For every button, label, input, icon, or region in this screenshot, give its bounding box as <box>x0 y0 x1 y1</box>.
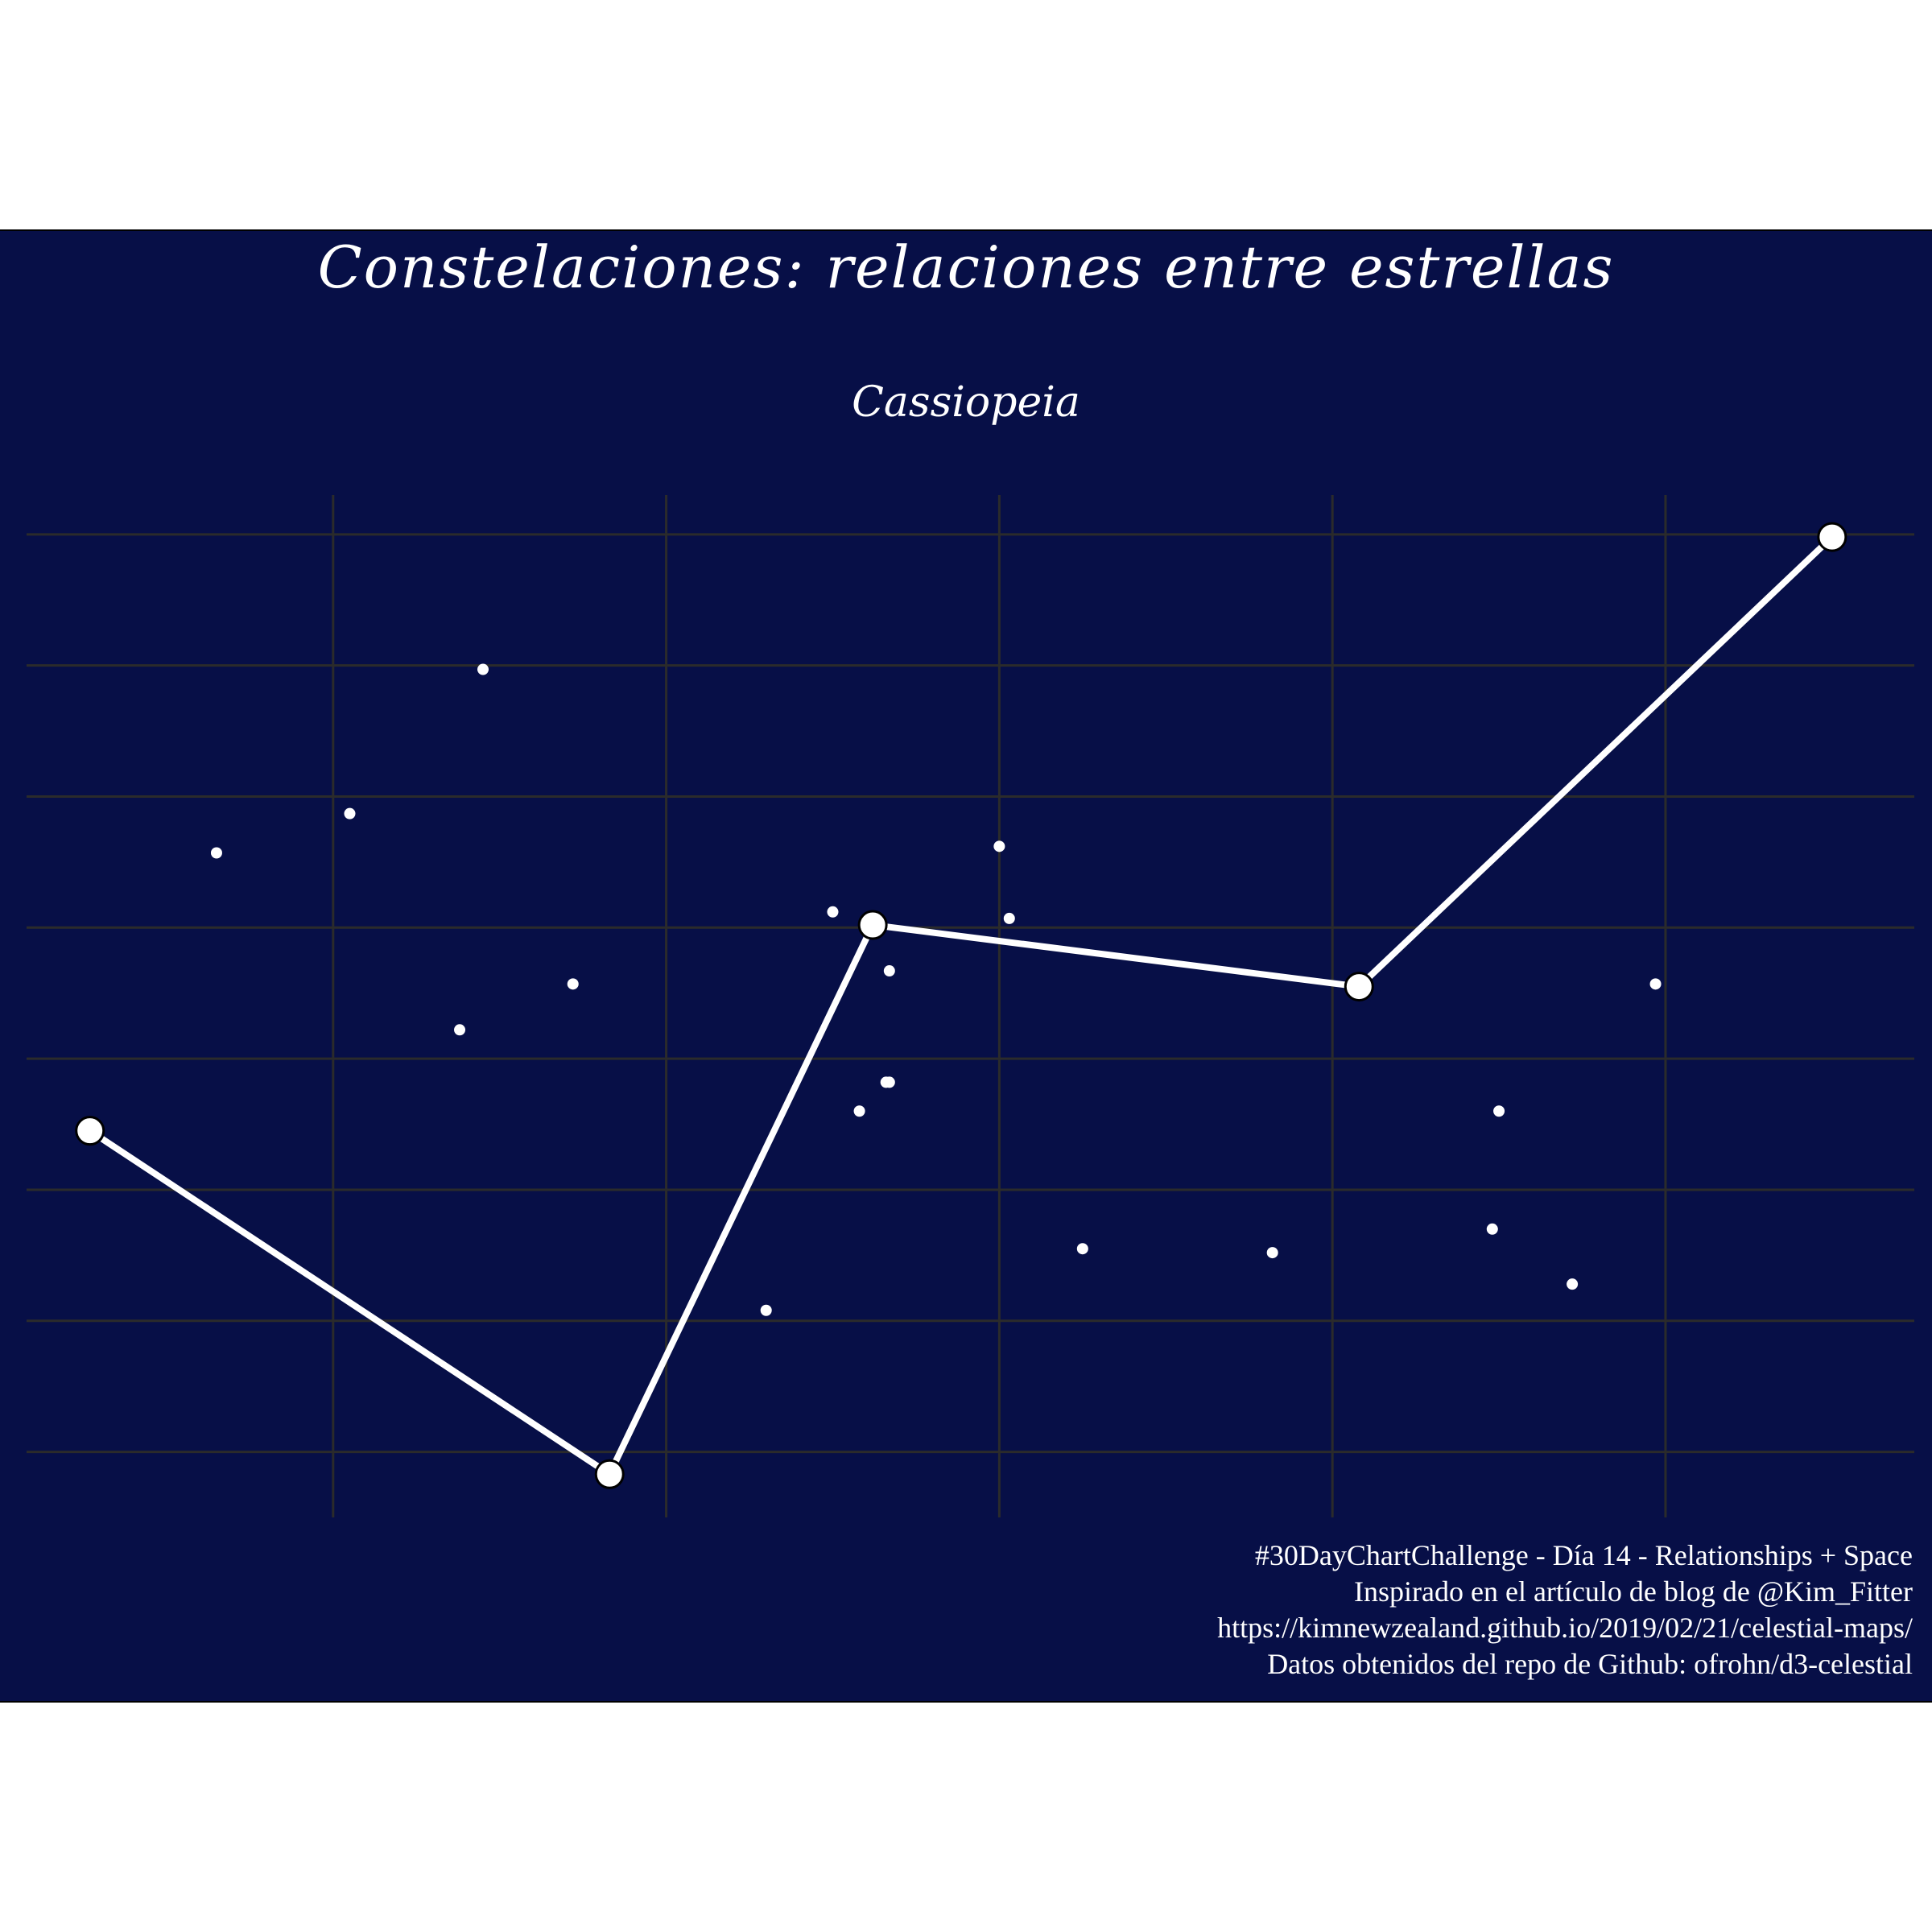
main-star <box>594 1459 625 1489</box>
caption-line: #30DayChartChallenge - Día 14 - Relation… <box>1254 1539 1913 1571</box>
background-star <box>1649 978 1662 990</box>
background-star <box>883 965 895 977</box>
constellation-lines <box>88 535 1835 1478</box>
main-star <box>1344 972 1374 1002</box>
main-star <box>857 910 888 940</box>
background-star <box>993 840 1005 852</box>
caption-line: https://kimnewzealand.github.io/2019/02/… <box>1217 1612 1913 1644</box>
main-star <box>75 1116 105 1146</box>
chart-subtitle: Cassiopeia <box>852 378 1080 427</box>
chart-title: Constelaciones: relaciones entre estrell… <box>317 233 1615 301</box>
background-star <box>827 906 839 918</box>
caption: #30DayChartChallenge - Día 14 - Relation… <box>1217 1538 1913 1682</box>
grid <box>27 495 1914 1517</box>
constellation-line <box>88 535 1835 1478</box>
main-stars <box>75 522 1847 1489</box>
background-star <box>1493 1105 1505 1117</box>
background-star <box>210 847 222 859</box>
caption-line: Datos obtenidos del repo de Github: ofro… <box>1267 1648 1913 1680</box>
caption-line: Inspirado en el artículo de blog de @Kim… <box>1354 1575 1913 1608</box>
background-star <box>454 1024 466 1036</box>
background-star <box>477 663 489 675</box>
background-star <box>1567 1278 1579 1290</box>
background-star <box>760 1304 772 1316</box>
background-star <box>344 807 356 819</box>
plot-panel <box>0 229 1932 1703</box>
background-star <box>1076 1243 1088 1255</box>
main-star <box>1817 522 1847 552</box>
background-star <box>567 978 579 990</box>
background-star <box>1266 1247 1278 1259</box>
stars <box>210 663 1662 1316</box>
background-star <box>1486 1223 1498 1235</box>
background-star <box>853 1105 865 1117</box>
background-star <box>883 1076 895 1088</box>
background-star <box>1003 912 1015 924</box>
